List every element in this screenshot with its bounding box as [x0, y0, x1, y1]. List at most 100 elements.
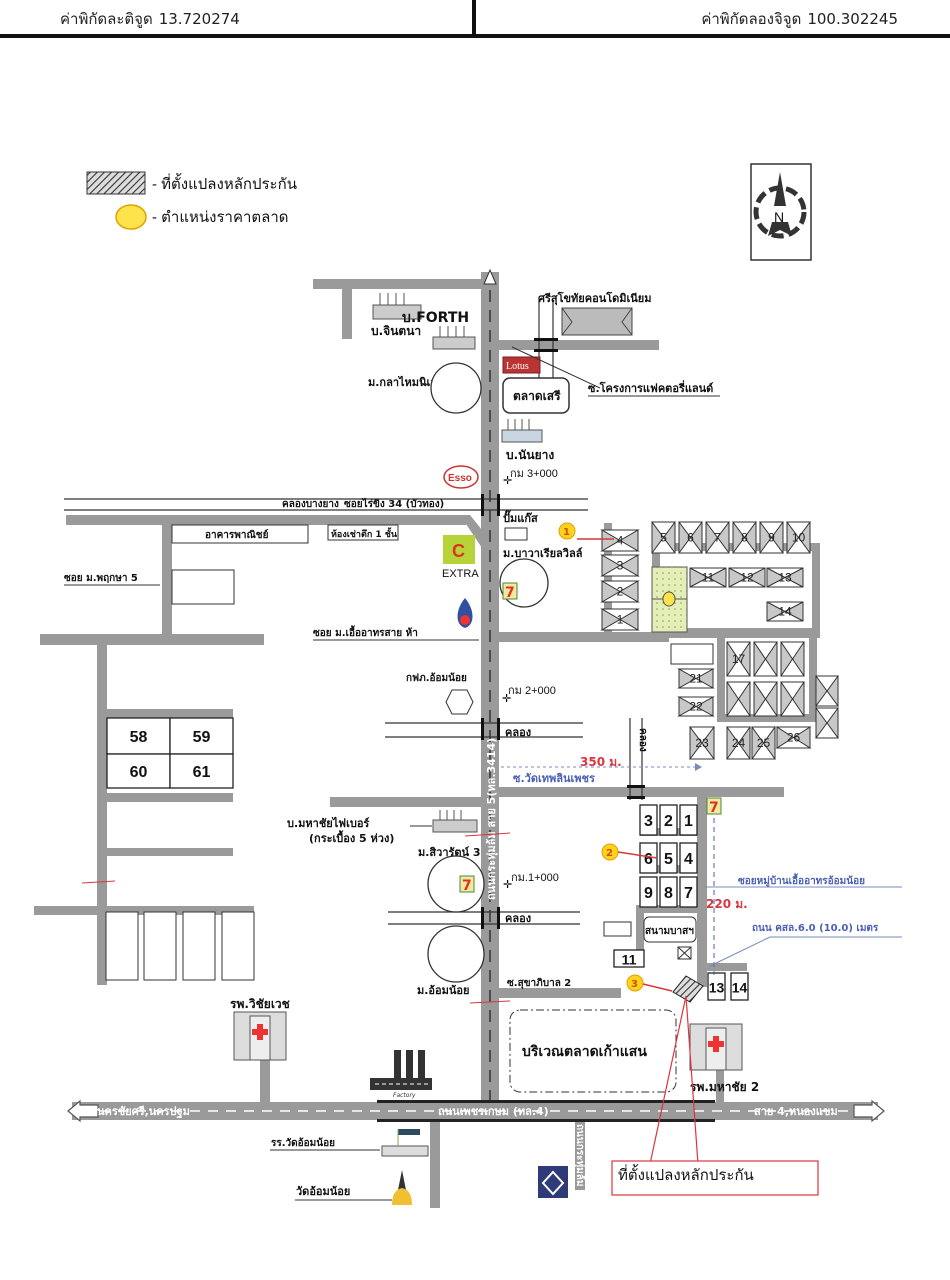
label-condo: ศรีสุโขทัยคอนโดมิเนียม [538, 291, 652, 306]
label-road-width: ถนน คสล.6.0 (10.0) เมตร [752, 923, 879, 934]
lot-box: 26 [775, 726, 812, 749]
lot-box: 22 [677, 696, 715, 717]
lot-box [753, 641, 778, 677]
lot-box: 4 [679, 842, 698, 874]
label-hospital-mahachai: รพ.มหาชัย 2 [690, 1080, 759, 1094]
lot-number: 7 [684, 885, 693, 902]
lot-box: 59 [169, 717, 234, 755]
svg-text:Esso: Esso [448, 473, 472, 484]
rental-building [327, 524, 399, 541]
legend-market-swatch [115, 204, 147, 230]
legend-collateral-swatch [86, 171, 146, 195]
lot-box: 61 [169, 753, 234, 789]
market-area-box [509, 1009, 677, 1093]
legend: - ที่ตั้งแปลงหลักประกัน - ตำแหน่งราคาตลา… [86, 171, 297, 230]
lot-number: 9 [644, 885, 653, 902]
land-plot-x [677, 946, 692, 960]
bangkok-bank-logo [538, 1166, 568, 1198]
lot-box: 8 [659, 876, 678, 908]
label-bawa: ม.บาวาเรียลวิลล์ [503, 547, 583, 560]
label-temple: วัดอ้อมน้อย [296, 1185, 350, 1198]
label-forth: บ.FORTH [402, 310, 469, 326]
svg-text:N: N [774, 209, 784, 225]
lot-number: 26 [787, 731, 801, 745]
substation-hexagon [445, 689, 474, 715]
lot-number: 11 [622, 952, 637, 968]
lot-number: 3 [644, 813, 653, 830]
lot-number: 58 [130, 729, 148, 746]
arrow-north-icon [483, 268, 497, 285]
lot-box: 14 [766, 601, 804, 622]
lot-box: 24 [726, 726, 751, 760]
lot-number: 21 [689, 672, 703, 686]
village-circle [427, 855, 485, 913]
lot-number: 2 [617, 585, 624, 599]
lot-box: 7 [679, 876, 698, 908]
label-km1: กม.1+000 [511, 872, 559, 884]
lot-number: 25 [757, 736, 771, 750]
lot-number: 5 [664, 851, 673, 868]
lot-box: 9 [639, 876, 658, 908]
label-soi-pruksa: ซอย ม.พฤกษา 5 [64, 573, 138, 584]
collateral-plot[interactable] [672, 975, 704, 1003]
lot-box: 4 [600, 529, 640, 552]
factory-jintana-icon [372, 293, 422, 320]
seven-eleven-icon: 7 [706, 797, 722, 816]
lot-number: 59 [193, 729, 211, 746]
seven-eleven-icon: 7 [502, 582, 518, 601]
label-mahachai-fiber: บ.มหาชัยไฟเบอร์ [287, 816, 369, 830]
lot-number: 13 [778, 571, 792, 585]
label-soi-village: ซอยหมู่บ้านเอื้ออาทรอ้อมน้อย [738, 873, 865, 888]
svg-text:3: 3 [631, 979, 638, 990]
legend-market-label: - ตำแหน่งราคาตลาด [152, 209, 289, 226]
lot-number: 11 [702, 571, 715, 585]
lot-box: 17 [726, 641, 751, 677]
svg-text:1: 1 [563, 527, 570, 538]
label-dist-350: 350 ม. [580, 755, 622, 769]
lot-box: 25 [751, 726, 776, 760]
lot-number: 9 [768, 531, 775, 545]
lot-box: 2 [600, 580, 640, 603]
label-soi-chuea: ซอย ม.เอื้ออาทรสาย ห้า [313, 625, 418, 639]
label-khlong-vertical: คลอง [637, 728, 648, 752]
lot-box [753, 681, 778, 717]
factory-fiber-icon [432, 810, 478, 833]
label-rental: ห้องเช่าตึก 1 ชั้น [331, 527, 398, 540]
lot-box: 21 [677, 668, 715, 689]
svg-text:7: 7 [709, 800, 719, 816]
lot-box: 13 [707, 972, 726, 1001]
location-map: - ที่ตั้งแปลงหลักประกัน - ตำแหน่งราคาตลา… [34, 163, 902, 1208]
lot-box: 11 [689, 567, 727, 588]
market-marker-1: 1 [558, 522, 614, 540]
label-factory-land: ซ.โครงการแฟคตอรี่แลนด์ [588, 380, 713, 395]
svg-text:Factory: Factory [393, 1092, 416, 1099]
label-soi-raiking: ซอยไร่ขิง 34 (บัวทอง) [344, 497, 444, 510]
hospital-mahachai-icon [689, 1023, 743, 1071]
land-plot [171, 569, 235, 605]
label-talad-seri: ตลาดเสรี [513, 389, 561, 403]
condo-building-icon [561, 307, 633, 336]
lot-box: 12 [728, 567, 766, 588]
lot-box [815, 675, 839, 707]
seven-eleven-icon: 7 [459, 875, 475, 894]
legend-collateral-label: - ที่ตั้งแปลงหลักประกัน [152, 173, 297, 193]
commercial-building [171, 524, 309, 544]
lot-number: 3 [617, 559, 624, 573]
football-field [651, 566, 688, 633]
lot-number: 17 [732, 652, 746, 666]
label-soi-wat: ซ.วัดเทพลินเพชร [513, 772, 595, 785]
lot-box: 7 [705, 521, 730, 554]
lot-box: 6 [678, 521, 703, 554]
header-divider [472, 0, 476, 38]
svg-text:7: 7 [462, 878, 472, 894]
lot-box: 14 [730, 972, 749, 1001]
lot-box: 8 [732, 521, 757, 554]
factory-forth-icon [432, 326, 476, 350]
label-km2: กม 2+000 [508, 685, 556, 697]
lot-number: 14 [732, 980, 748, 996]
road-network [34, 272, 878, 1208]
label-om-noi-village: ม.อ้อมน้อย [417, 984, 469, 997]
